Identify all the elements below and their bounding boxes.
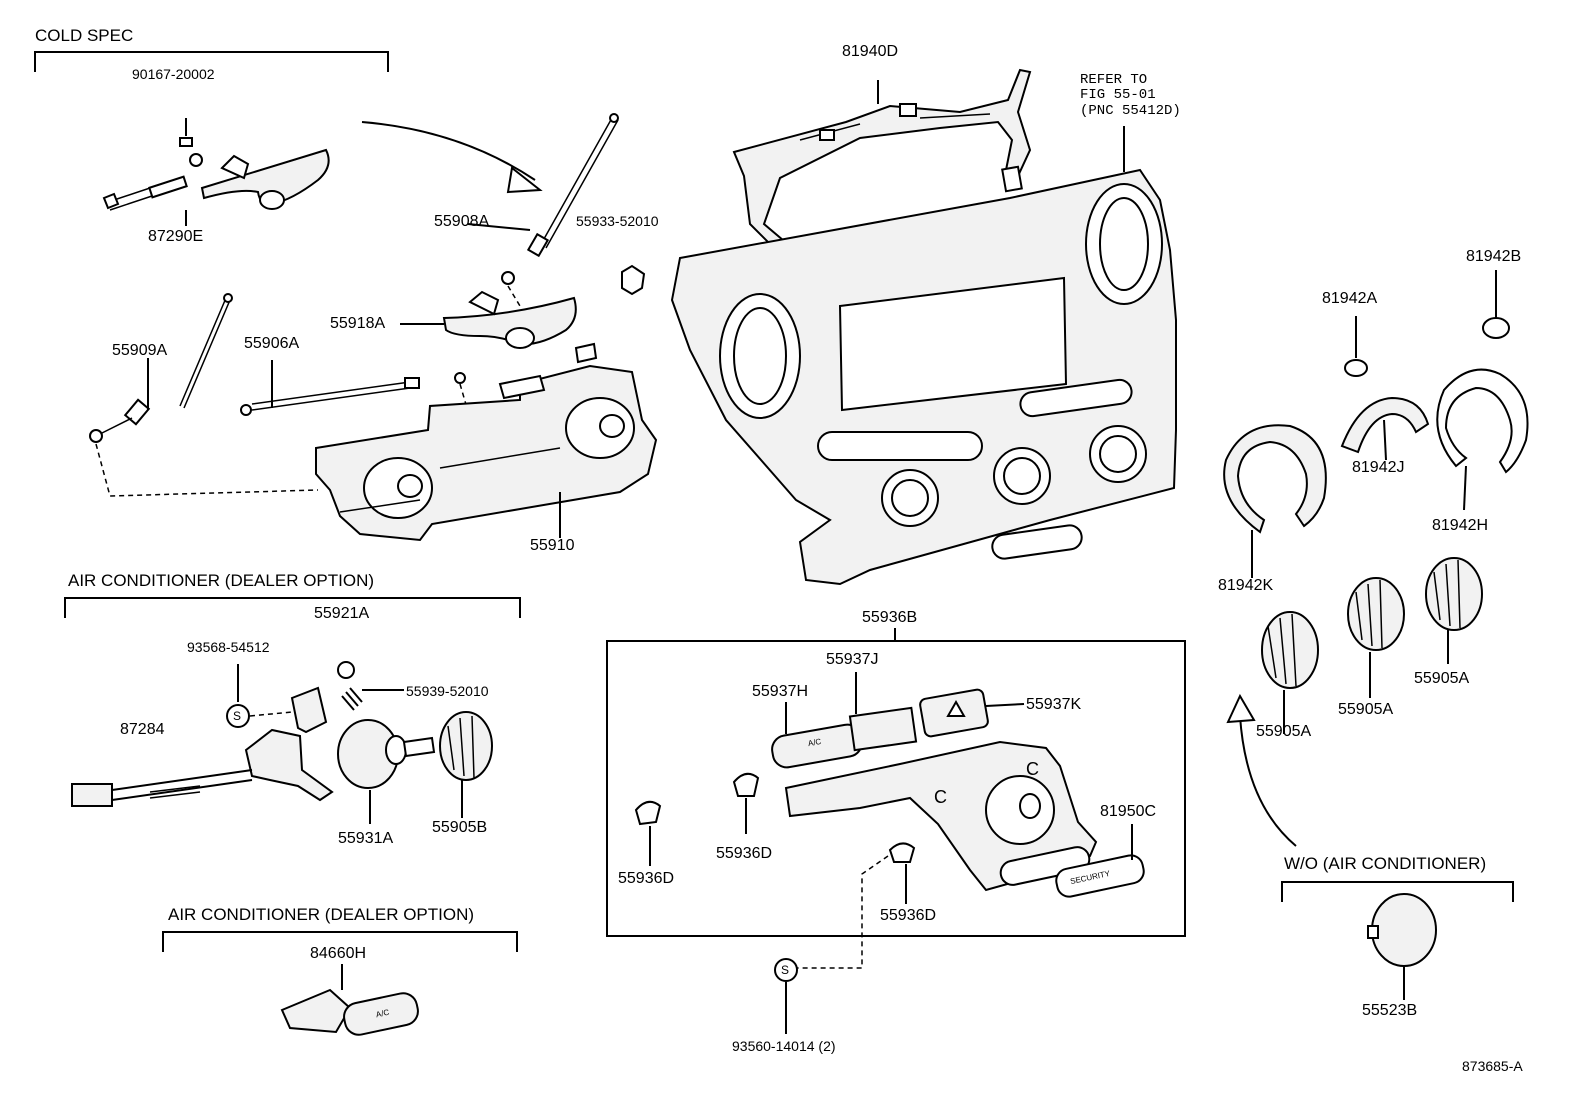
ring-81942K (1223, 424, 1327, 534)
control-assembly-55910 (315, 342, 658, 542)
section-cold-spec: COLD SPEC (35, 26, 134, 45)
label-84660H: 84660H (310, 945, 367, 962)
pin-81942A (1344, 359, 1368, 377)
label-55936D-2: 55936D (716, 845, 773, 862)
label-90167-20002: 90167-20002 (132, 66, 215, 82)
label-55933-52010: 55933-52010 (576, 213, 659, 229)
label-55936D-1: 55936D (618, 870, 675, 887)
cable-55908A (501, 113, 619, 307)
cable-55906A (240, 372, 501, 433)
switch-55937H (771, 702, 863, 769)
switch-55937K (919, 688, 1025, 738)
switch-84660H (280, 964, 419, 1036)
label-55918A: 55918A (330, 315, 386, 332)
section-wo-ac: W/O (AIR CONDITIONER) (1284, 854, 1487, 873)
label-55906A: 55906A (244, 335, 300, 352)
section-ac-dealer-option-1: AIR CONDITIONER (DEALER OPTION) (68, 571, 375, 590)
c-mark-2: C (1026, 759, 1039, 779)
label-81950C: 81950C (1100, 803, 1157, 820)
label-55905B: 55905B (432, 819, 488, 836)
label-55523B: 55523B (1362, 1002, 1418, 1019)
knob-55905A-3 (1425, 557, 1483, 664)
arrow-wo-ac (1239, 715, 1297, 847)
label-81942H: 81942H (1432, 517, 1489, 534)
button-security-81950C (1055, 824, 1145, 898)
refer-note: REFER TO FIG 55-01 (PNC 55412D) (1080, 72, 1181, 119)
arrow-cold-spec (361, 121, 536, 181)
label-55908A: 55908A (434, 213, 490, 230)
clip-55933 (621, 264, 646, 296)
bezel-panel (670, 168, 1177, 586)
figure-id: 873685-A (1462, 1058, 1523, 1074)
c-mark-1: C (934, 787, 947, 807)
screw-s-mark-2: S (781, 963, 790, 977)
cold-spec-lever-assembly (102, 118, 330, 226)
bracket-cold-spec (34, 51, 389, 72)
screw-s-mark-1: S (233, 709, 242, 723)
ring-81942H (1436, 368, 1529, 474)
lever-55918A (442, 290, 577, 349)
bracket-wo-ac (1281, 881, 1514, 902)
cap-55523B (1367, 893, 1437, 1000)
cable-55909A (89, 293, 319, 497)
label-81942B: 81942B (1466, 248, 1522, 265)
label-55909A: 55909A (112, 342, 168, 359)
label-55905A-1: 55905A (1256, 723, 1312, 740)
knob-55905A-2 (1347, 577, 1405, 698)
label-55937H: 55937H (752, 683, 809, 700)
label-93560-14014: 93560-14014 (2) (732, 1038, 836, 1054)
label-55937J: 55937J (826, 651, 879, 668)
label-55937K: 55937K (1026, 696, 1082, 713)
label-55910: 55910 (530, 537, 575, 554)
ac-switch-assembly (71, 661, 493, 824)
bracket-ac-dealer-2 (162, 931, 518, 952)
switch-55937J (848, 672, 918, 752)
label-87284: 87284 (120, 721, 165, 738)
knob-55905A-1 (1261, 611, 1319, 734)
label-81940D: 81940D (842, 43, 899, 60)
label-55939-52010: 55939-52010 (406, 683, 489, 699)
dash-93560 (796, 855, 889, 969)
ring-81942J (1340, 396, 1430, 454)
section-ac-dealer-option-2: AIR CONDITIONER (DEALER OPTION) (168, 905, 475, 924)
screw-93560 (774, 958, 798, 982)
label-55936D-3: 55936D (880, 907, 937, 924)
bulbs-55936D (634, 772, 916, 904)
label-55905A-2: 55905A (1338, 701, 1394, 718)
label-55905A-3: 55905A (1414, 670, 1470, 687)
panel-55936B-bracket (784, 740, 1098, 892)
label-93568-54512: 93568-54512 (187, 639, 270, 655)
label-55921A: 55921A (314, 605, 370, 622)
label-87290E: 87290E (148, 228, 204, 245)
bracket-ac-dealer-1 (64, 597, 521, 618)
label-81942K: 81942K (1218, 577, 1274, 594)
label-81942J: 81942J (1352, 459, 1405, 476)
label-55931A: 55931A (338, 830, 394, 847)
label-55936B: 55936B (862, 609, 918, 626)
label-81942A: 81942A (1322, 290, 1378, 307)
pin-81942B (1482, 317, 1510, 339)
